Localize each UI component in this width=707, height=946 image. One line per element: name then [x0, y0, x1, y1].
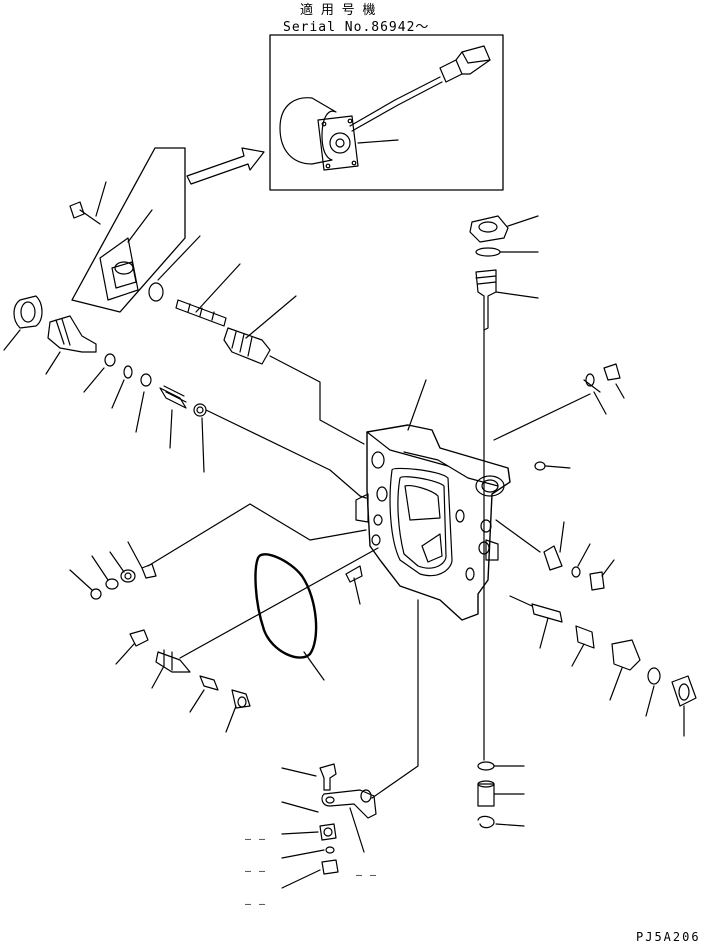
bottom-linkage — [281, 461, 485, 889]
solenoid-detail-panel — [69, 147, 201, 313]
body-screw — [345, 565, 363, 605]
inset-box — [269, 34, 504, 191]
bottom-right-parts — [477, 761, 525, 829]
left-upper-parts — [3, 295, 367, 499]
right-side-parts — [493, 363, 697, 737]
dash-mark-4: – – — [356, 870, 378, 881]
serial-number-label: Serial No.86942～ — [283, 20, 430, 35]
solenoid-with-connector-icon — [279, 45, 491, 171]
dash-mark-3: – – — [245, 899, 267, 910]
valve-body — [355, 424, 511, 621]
right-top-stack — [469, 215, 539, 461]
spool-parts — [175, 263, 365, 445]
applicable-models-label: 適 用 号 機 — [300, 3, 376, 18]
left-lower-parts — [69, 503, 379, 733]
figure-code: PJ5A206 — [636, 930, 701, 944]
gasket-ring — [254, 553, 318, 659]
dash-mark-1: – – — [245, 834, 267, 845]
right-arrow-icon — [186, 147, 265, 185]
dash-mark-2: – – — [245, 866, 267, 877]
